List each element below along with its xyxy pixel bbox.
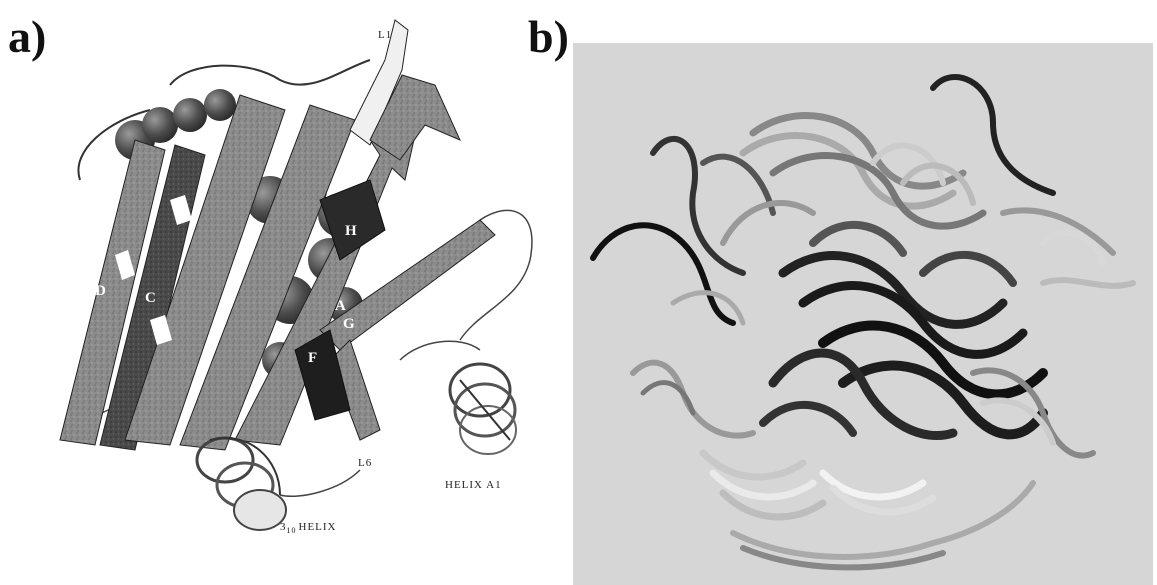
label-310-helix-word: HELIX bbox=[299, 521, 337, 533]
label-l1: L1 bbox=[378, 29, 392, 41]
label-helix-a1: HELIX A1 bbox=[445, 479, 502, 491]
helix-a1 bbox=[450, 364, 516, 454]
backbone-ensemble-image bbox=[573, 43, 1153, 585]
strand-label-f: F bbox=[308, 350, 317, 366]
strand-label-b: B bbox=[223, 293, 233, 309]
strand-label-e: E bbox=[122, 263, 132, 279]
strand-label-h: H bbox=[345, 223, 357, 239]
label-310-subscript: 10 bbox=[287, 526, 297, 535]
strand-label-g: G bbox=[343, 316, 355, 332]
label-l6: L6 bbox=[358, 457, 372, 469]
three10-helix bbox=[197, 438, 286, 530]
beta-strands bbox=[60, 20, 495, 450]
strand-label-a: A bbox=[335, 298, 346, 314]
strand-label-d: D bbox=[95, 283, 106, 299]
strand-label-c: C bbox=[145, 290, 156, 306]
